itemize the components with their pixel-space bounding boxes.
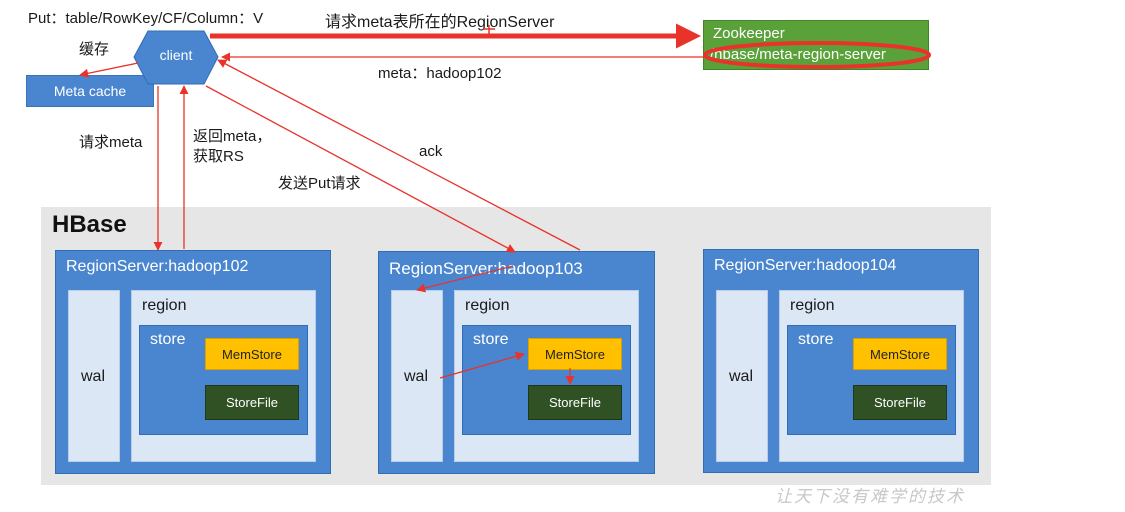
send-put-label: 发送Put请求 — [278, 175, 361, 192]
regionserver-title: RegionServer:hadoop104 — [714, 257, 897, 274]
store-box: store MemStore StoreFile — [787, 325, 956, 435]
wal-label: wal — [81, 368, 106, 385]
regionserver-title: RegionServer:hadoop103 — [389, 259, 583, 278]
storefile-box: StoreFile — [205, 385, 299, 420]
cache-label: 缓存 — [79, 41, 110, 58]
arrow-cache — [79, 62, 139, 78]
return-meta-label: 返回meta， — [193, 128, 272, 145]
zookeeper-box: Zookeeper /hbase/meta-region-server — [703, 20, 929, 70]
wal-box: wal — [716, 290, 768, 462]
store-label: store — [798, 331, 834, 348]
storefile-box: StoreFile — [853, 385, 947, 420]
regionserver-hadoop104: RegionServer:hadoop104 wal region store … — [703, 249, 979, 473]
store-box: store MemStore StoreFile — [139, 325, 308, 435]
regionserver-hadoop102: RegionServer:hadoop102 wal region store … — [55, 250, 331, 474]
put-command-label: Put：table/RowKey/CF/Column：V — [28, 10, 264, 27]
memstore-box: MemStore — [528, 338, 622, 370]
region-box: region store MemStore StoreFile — [779, 290, 964, 462]
storefile-box: StoreFile — [528, 385, 622, 420]
regionserver-title: RegionServer:hadoop102 — [66, 258, 249, 275]
region-box: region store MemStore StoreFile — [131, 290, 316, 462]
wal-box: wal — [68, 290, 120, 462]
request-meta-label: 请求meta — [79, 134, 143, 151]
zookeeper-path: /hbase/meta-region-server — [710, 46, 886, 63]
store-box: store MemStore StoreFile — [462, 325, 631, 435]
meta-cache-box: Meta cache — [26, 75, 154, 107]
store-label: store — [150, 331, 186, 348]
memstore-box: MemStore — [853, 338, 947, 370]
zookeeper-title: Zookeeper — [713, 25, 785, 42]
region-box: region store MemStore StoreFile — [454, 290, 639, 462]
meta-cache-label: Meta cache — [53, 83, 127, 99]
watermark-text: 让天下没有难学的技术 — [775, 487, 965, 507]
region-label: region — [790, 297, 835, 314]
client-label: client — [159, 47, 193, 63]
wal-box: wal — [391, 290, 443, 462]
regionserver-hadoop103: RegionServer:hadoop103 wal region store … — [378, 251, 655, 474]
hbase-title: HBase — [52, 211, 127, 238]
get-rs-label: 获取RS — [193, 148, 244, 165]
region-label: region — [465, 297, 510, 314]
wal-label: wal — [404, 368, 429, 385]
region-label: region — [142, 297, 187, 314]
request-regionserver-label: 请求meta表所在的RegionServer — [325, 14, 555, 31]
meta-response-label: meta：hadoop102 — [378, 65, 502, 82]
store-label: store — [473, 331, 509, 348]
memstore-box: MemStore — [205, 338, 299, 370]
ack-label: ack — [419, 143, 443, 160]
wal-label: wal — [729, 368, 754, 385]
